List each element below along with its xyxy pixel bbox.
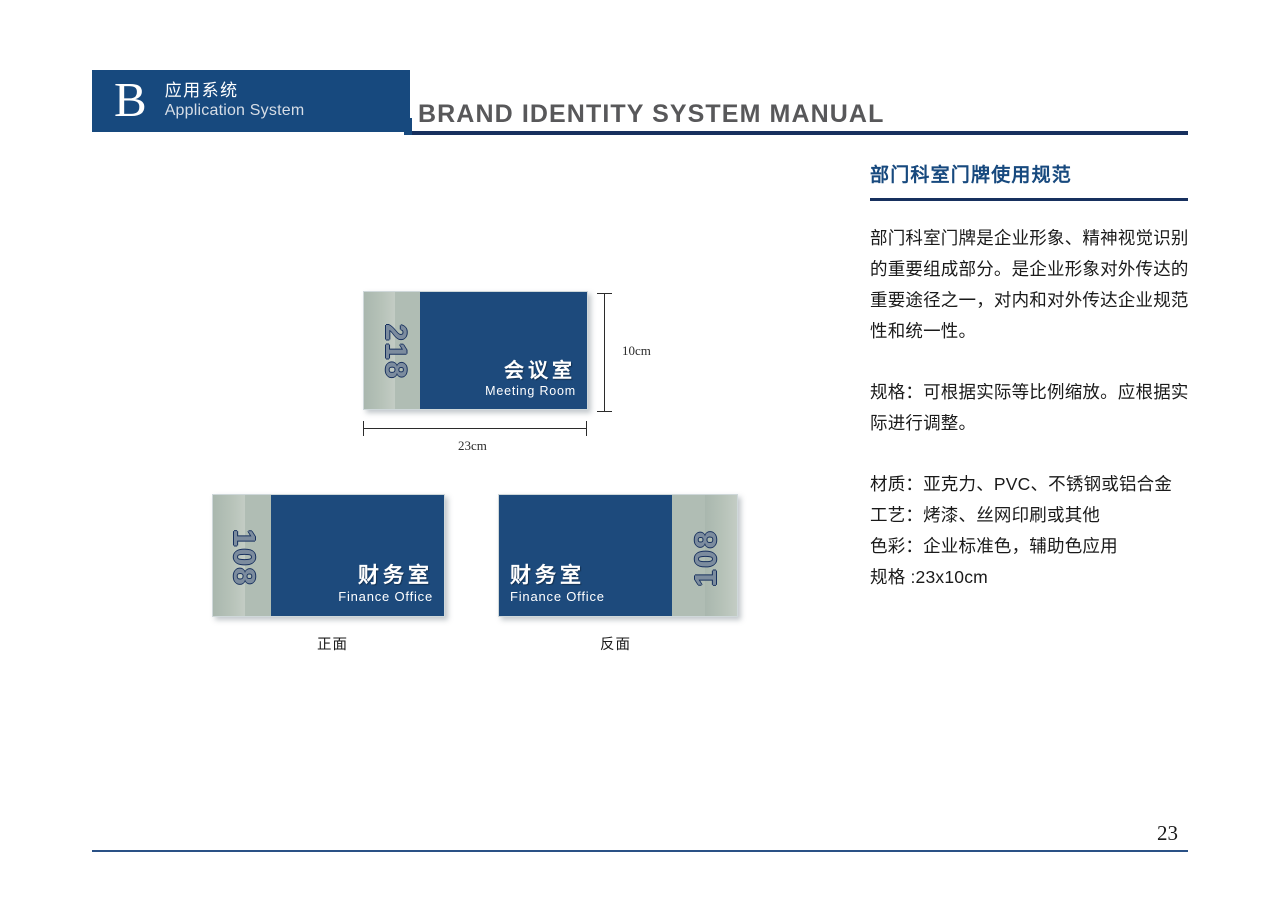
spec-process: 工艺：烤漆、丝网印刷或其他	[870, 505, 1101, 525]
sign-label-cn: 财务室	[510, 563, 585, 587]
sign-blue-panel	[271, 495, 444, 616]
sign-label-en: Finance Office	[338, 588, 433, 604]
header-rule-cap	[404, 118, 412, 135]
dimension-height-line	[604, 294, 605, 412]
section-label-cn: 应用系统	[164, 81, 239, 100]
dimension-height-cap-top	[597, 293, 612, 294]
spec-heading: 部门科室门牌使用规范	[870, 165, 1073, 186]
sign-label-group: 财务室 Finance Office	[510, 564, 605, 606]
section-badge-labels: 应用系统 Application System	[165, 80, 305, 121]
page-number: 23	[1157, 821, 1178, 845]
sign-label-en: Finance Office	[510, 588, 605, 604]
spec-paragraph-intro: 部门科室门牌是企业形象、精神视觉识别的重要组成部分。是企业形象对外传达的重要途径…	[870, 228, 1189, 341]
manual-title: BRAND IDENTITY SYSTEM MANUAL	[418, 100, 885, 128]
sign-room-number: 108	[688, 529, 723, 587]
spec-heading-rule	[870, 198, 1188, 201]
section-badge: B 应用系统 Application System	[92, 70, 410, 132]
sign-blue-panel	[420, 292, 587, 409]
dimension-height-cap-bottom	[597, 411, 612, 412]
sign-side-strip	[364, 292, 395, 409]
dimension-width-label: 23cm	[458, 438, 487, 453]
header-rule	[412, 131, 1188, 135]
sign-blue-panel	[499, 495, 672, 616]
door-sign-meeting-room: 218 会议室 Meeting Room	[363, 291, 588, 410]
door-sign-finance-reverse: 108 财务室 Finance Office	[498, 494, 738, 617]
sign-side-strip	[705, 495, 737, 616]
caption-front-view: 正面	[317, 637, 348, 653]
page-header: B 应用系统 Application System BRAND IDENTITY…	[0, 0, 1280, 145]
dimension-width-cap-right	[586, 421, 587, 436]
dimension-height-label: 10cm	[622, 343, 651, 358]
section-label-en: Application System	[164, 102, 305, 119]
spec-size: 规格 :23x10cm	[870, 567, 988, 587]
sign-label-cn: 财务室	[358, 563, 433, 587]
caption-reverse-view: 反面	[600, 637, 631, 653]
dimension-width-cap-left	[363, 421, 364, 436]
sign-room-number: 108	[227, 529, 262, 587]
section-letter: B	[114, 71, 147, 127]
spec-paragraph-scaling: 规格：可根据实际等比例缩放。应根据实际进行调整。	[870, 382, 1189, 433]
sign-side-strip	[213, 495, 245, 616]
footer-rule	[92, 850, 1188, 852]
door-sign-finance-front: 108 财务室 Finance Office	[212, 494, 445, 617]
sign-label-en: Meeting Room	[485, 383, 576, 398]
sign-label-group: 会议室 Meeting Room	[485, 360, 576, 401]
spec-material: 材质：亚克力、PVC、不锈钢或铝合金	[870, 474, 1173, 494]
spec-color: 色彩：企业标准色，辅助色应用	[870, 536, 1118, 556]
spec-text-column: 部门科室门牌使用规范 部门科室门牌是企业形象、精神视觉识别的重要组成部分。是企业…	[870, 163, 1192, 593]
sign-label-cn: 会议室	[504, 359, 576, 382]
dimension-width-line	[363, 428, 587, 429]
sign-room-number: 218	[379, 323, 412, 381]
sign-label-group: 财务室 Finance Office	[338, 564, 433, 606]
